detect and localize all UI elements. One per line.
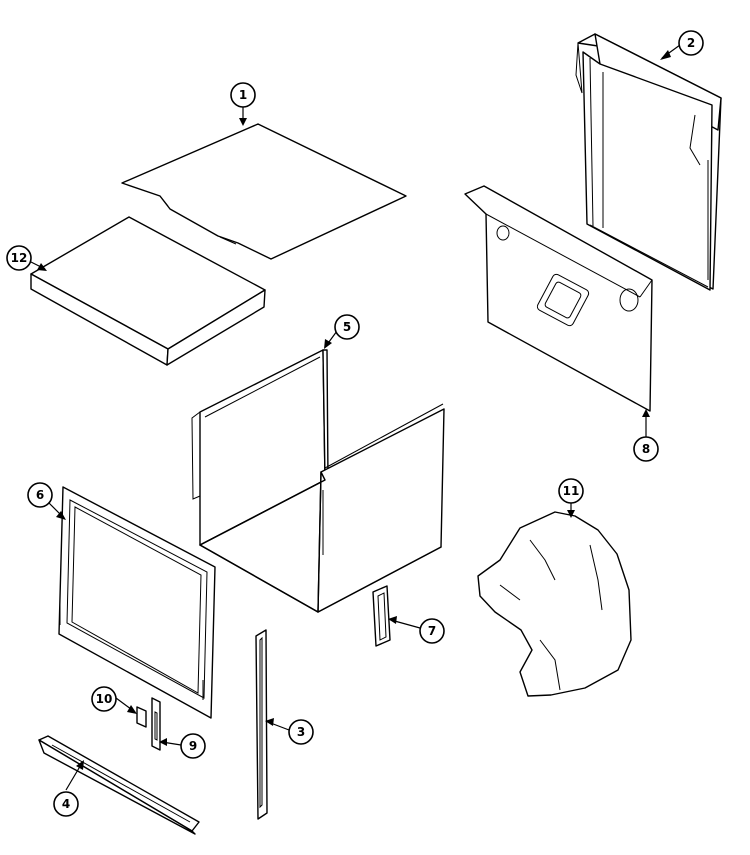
- callout-1-label: 1: [239, 88, 247, 102]
- callout-3-label: 3: [297, 725, 305, 739]
- callout-5-label: 5: [343, 320, 351, 334]
- callout-12: 12: [6, 245, 32, 271]
- callout-8-label: 8: [642, 442, 650, 456]
- callout-11: 11: [558, 478, 584, 504]
- part-2-rear-frame: [575, 33, 722, 291]
- callout-6: 6: [27, 482, 53, 508]
- callout-5: 5: [334, 314, 360, 340]
- part-10-bracket: [136, 706, 147, 728]
- callout-10: 10: [91, 686, 117, 712]
- callout-8: 8: [633, 436, 659, 462]
- callout-7-label: 7: [428, 624, 436, 638]
- callout-2-label: 2: [687, 36, 695, 50]
- part-9-hinge-strip: [151, 697, 161, 751]
- part-6-door-frame: [58, 486, 216, 719]
- part-4-bottom-rail: [38, 735, 200, 835]
- part-11-insulation-blanket: [477, 511, 632, 697]
- callout-12-label: 12: [11, 251, 28, 265]
- part-7-channel: [372, 585, 391, 647]
- callout-11-label: 11: [563, 484, 580, 498]
- part-3-side-strip: [255, 629, 268, 820]
- callout-7: 7: [419, 618, 445, 644]
- callout-4: 4: [53, 791, 79, 817]
- callout-3: 3: [288, 719, 314, 745]
- callout-9-label: 9: [189, 739, 197, 753]
- part-1-top-panel: [121, 123, 407, 260]
- callout-10-label: 10: [96, 692, 113, 706]
- callout-1: 1: [230, 82, 256, 108]
- leader-lines: [28, 44, 681, 791]
- part-5-cabinet-wrapper: [191, 349, 445, 613]
- part-8-rear-panel: [464, 185, 653, 412]
- callout-9: 9: [180, 733, 206, 759]
- callout-2: 2: [678, 30, 704, 56]
- callout-4-label: 4: [62, 797, 70, 811]
- part-12-insulation-pad: [30, 216, 266, 366]
- callout-6-label: 6: [36, 488, 44, 502]
